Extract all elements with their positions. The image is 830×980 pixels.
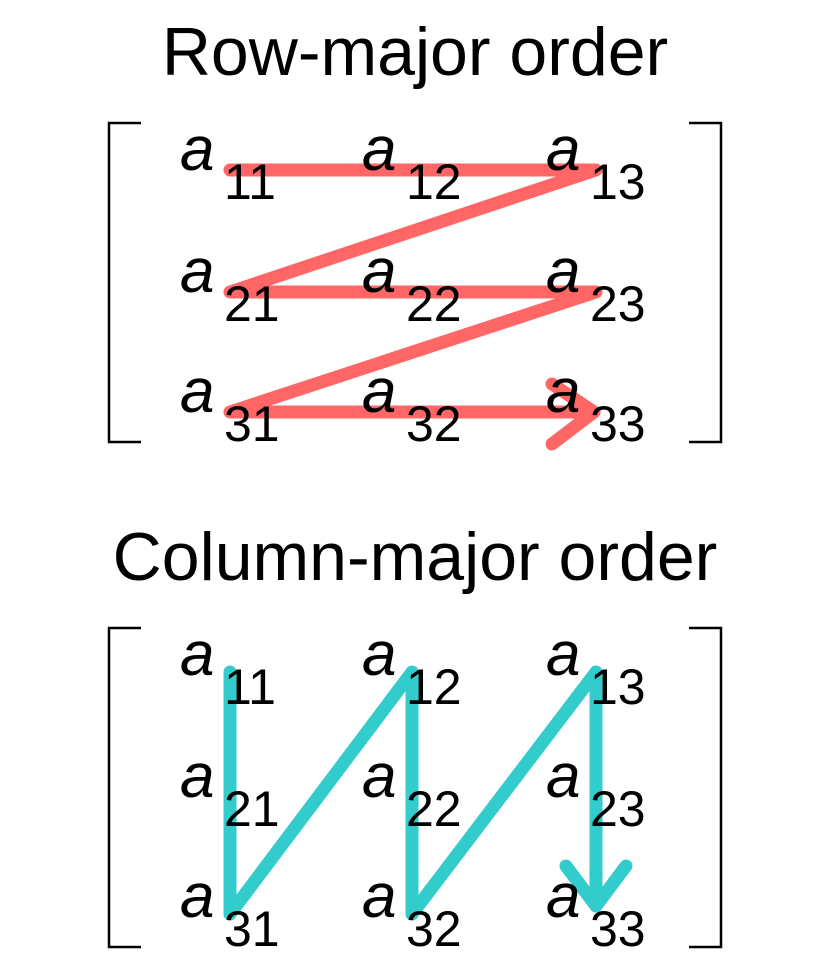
row-major-arrowhead — [545, 377, 601, 451]
column-major-right-bracket — [689, 626, 723, 949]
matrix-element-letter: a — [546, 357, 580, 426]
matrix-element-letter: a — [362, 115, 396, 184]
matrix-element-letter: a — [180, 620, 214, 689]
matrix-element-letter: a — [362, 742, 396, 811]
matrix-element-subscript: 33 — [590, 901, 646, 957]
matrix-element-subscript: 33 — [590, 396, 646, 452]
matrix-element-subscript: 22 — [406, 276, 462, 332]
matrix-element-subscript: 23 — [590, 276, 646, 332]
matrix-element-letter: a — [362, 862, 396, 931]
matrix-element-letter: a — [180, 742, 214, 811]
matrix-element-subscript: 11 — [224, 659, 276, 715]
matrix-element-letter: a — [546, 862, 580, 931]
matrix-element-subscript: 13 — [590, 659, 646, 715]
matrix-element-subscript: 31 — [224, 901, 280, 957]
matrix-element-subscript: 21 — [224, 276, 280, 332]
column-major-arrowhead — [559, 859, 633, 913]
matrix-element-subscript: 32 — [406, 901, 462, 957]
row-major-zigzag-line — [223, 163, 603, 419]
row-major-right-bracket — [689, 121, 723, 444]
matrix-element-letter: a — [546, 237, 580, 306]
matrix-element-subscript: 32 — [406, 396, 462, 452]
row-major-title: Row-major order — [162, 14, 668, 90]
matrix-element-letter: a — [180, 357, 214, 426]
matrix-element-subscript: 12 — [406, 154, 462, 210]
matrix-element-letter: a — [362, 237, 396, 306]
matrix-element-subscript: 31 — [224, 396, 280, 452]
matrix-element-subscript: 12 — [406, 659, 462, 715]
matrix-element-letter: a — [546, 115, 580, 184]
matrix-element-letter: a — [362, 620, 396, 689]
column-major-left-bracket — [107, 626, 141, 949]
row-major-left-bracket — [107, 121, 141, 444]
row-major-traversal-path — [223, 163, 603, 451]
matrix-element-subscript: 22 — [406, 781, 462, 837]
matrix-element-letter: a — [180, 862, 214, 931]
matrix-element-letter: a — [180, 237, 214, 306]
column-major-traversal-path — [223, 665, 633, 921]
matrix-element-letter: a — [546, 620, 580, 689]
matrix-element-subscript: 21 — [224, 781, 280, 837]
matrix-element-letter: a — [180, 115, 214, 184]
matrix-element-letter: a — [546, 742, 580, 811]
column-major-title: Column-major order — [113, 519, 718, 595]
matrix-element-subscript: 11 — [224, 154, 276, 210]
matrix-element-subscript: 13 — [590, 154, 646, 210]
matrix-element-letter: a — [362, 357, 396, 426]
column-major-zigzag-line — [223, 665, 603, 921]
matrix-element-subscript: 23 — [590, 781, 646, 837]
